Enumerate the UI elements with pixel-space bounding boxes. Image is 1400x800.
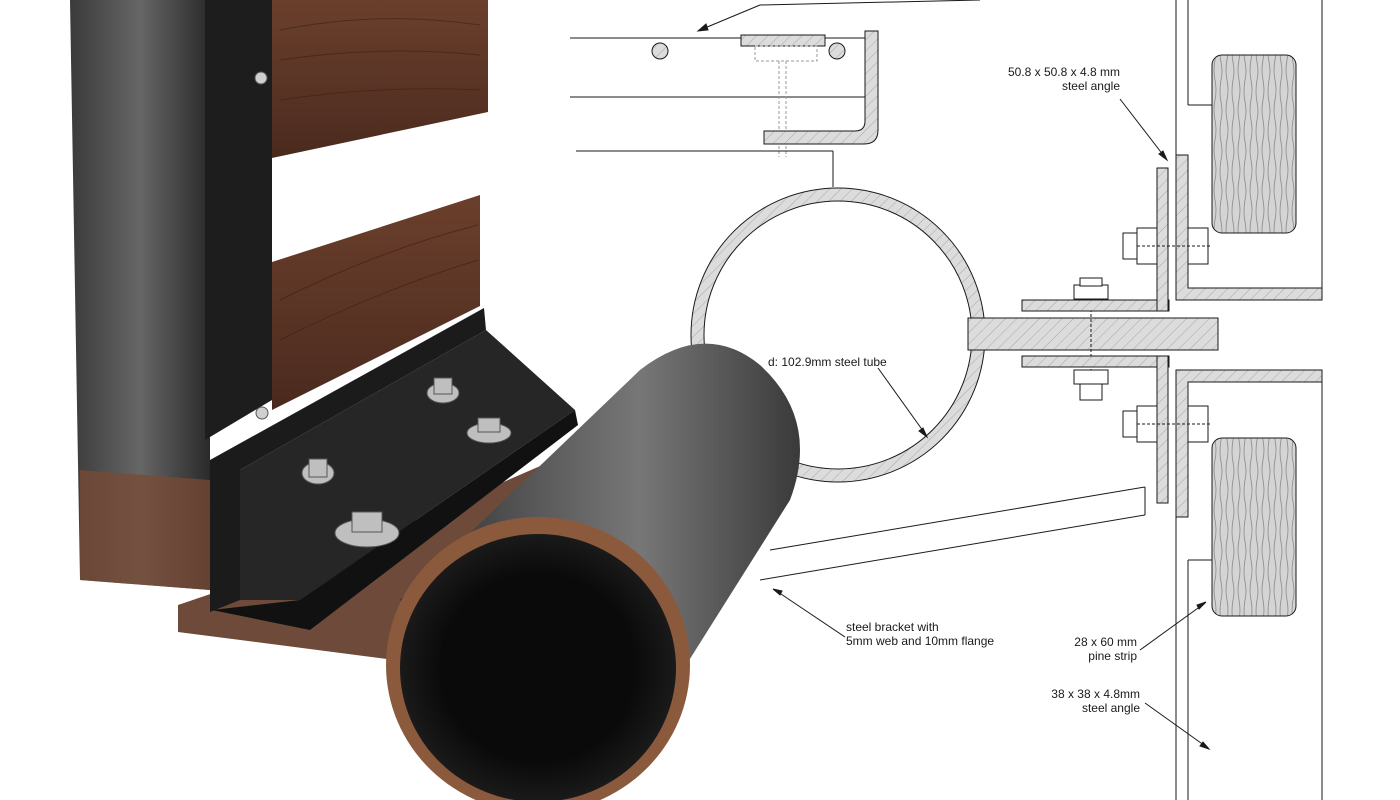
wood-slat-lower [272, 195, 480, 410]
label-pine-strip: 28 x 60 mm pine strip [1074, 635, 1137, 663]
label-angle-large: 50.8 x 50.8 x 4.8 mm steel angle [1007, 65, 1120, 93]
tube-opening [400, 534, 676, 800]
wood-slat-upper [272, 0, 488, 158]
steel-angle-photo [210, 308, 486, 612]
steel-post [70, 0, 210, 590]
label-angle-small: 38 x 38 x 4.8mm steel angle [1051, 687, 1140, 715]
product-photo [70, 0, 800, 800]
label-bracket: steel bracket with 5mm web and 10mm flan… [846, 620, 995, 648]
bolt-heads [301, 377, 512, 548]
section-drawing [570, 0, 1323, 800]
label-tube: d: 102.9mm steel tube [768, 355, 887, 369]
